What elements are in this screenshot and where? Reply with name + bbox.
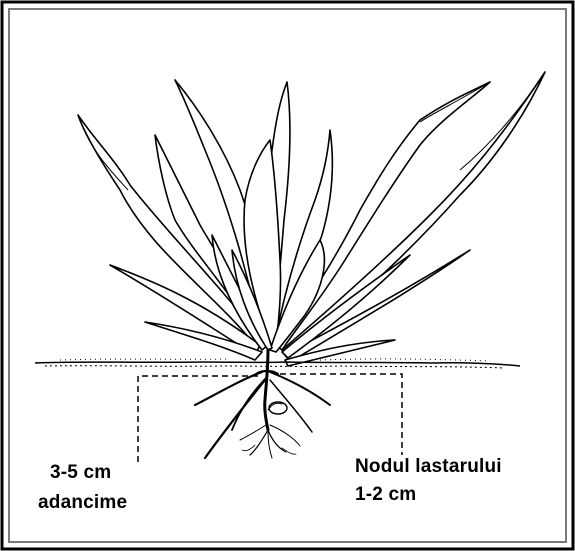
node-title-label: Nodul lastarului — [355, 455, 502, 479]
depth-word-label: adancime — [38, 491, 127, 515]
depth-value-label: 3-5 cm — [50, 461, 111, 485]
node-value-label: 1-2 cm — [355, 483, 416, 507]
